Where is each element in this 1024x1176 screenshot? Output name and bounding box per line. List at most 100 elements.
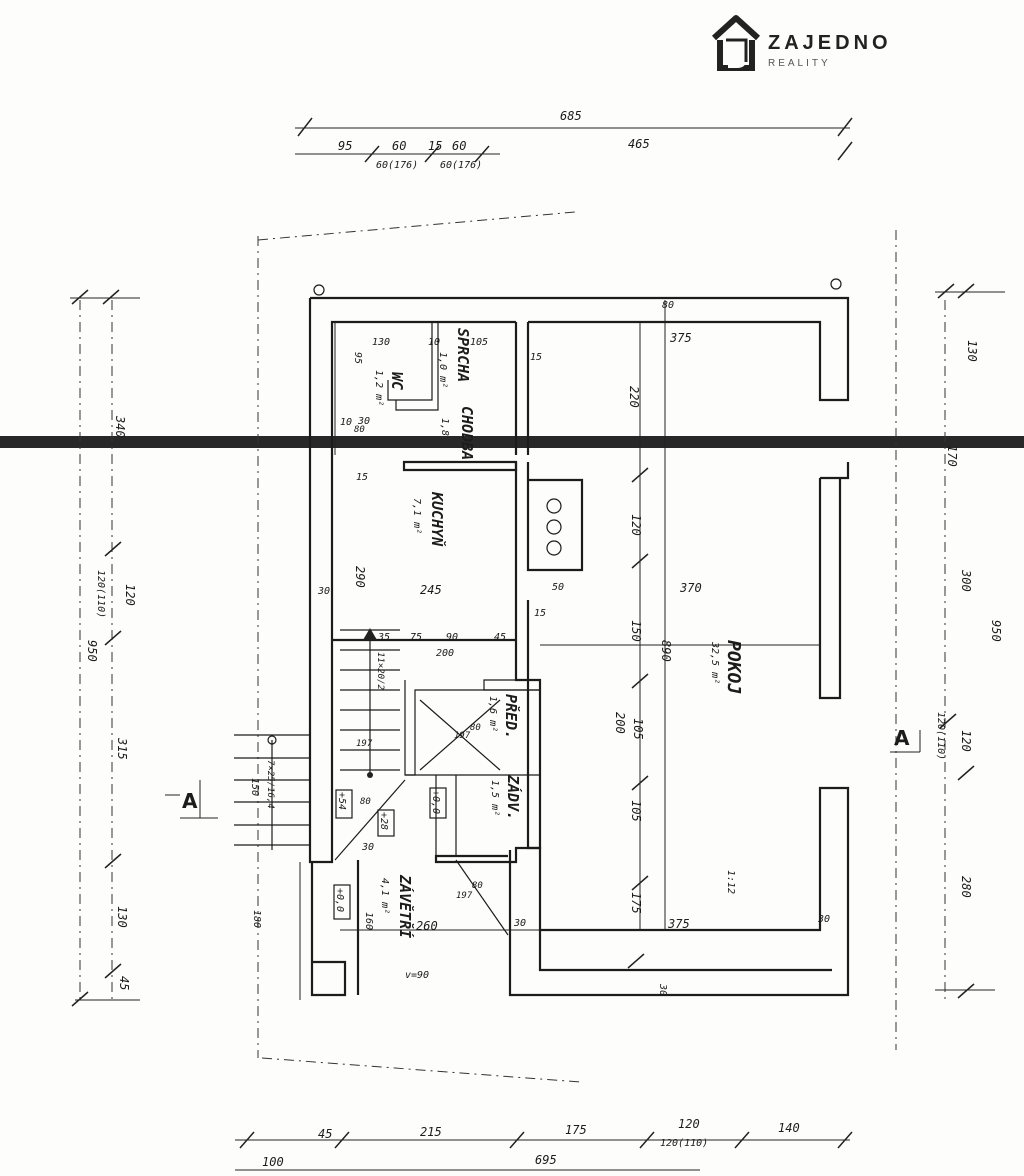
dimension-top-60-176a: 60(176) xyxy=(376,160,418,171)
room-pred: PŘED. xyxy=(502,694,521,739)
dimension-labels: 685 95 60 15 60 60(176) 60(176) 465 45 2… xyxy=(85,109,1003,1169)
brand-logo: ZAJEDNO REALITY xyxy=(710,10,910,76)
room-zavetri-height: v=90 xyxy=(405,970,429,981)
dimension-top-total: 685 xyxy=(560,109,582,123)
dimension-right-170: 170 xyxy=(945,445,959,467)
dimension-bot-45: 45 xyxy=(318,1127,332,1141)
room-sprcha: SPRCHA xyxy=(454,328,472,382)
dimension-in-105c: 105 xyxy=(629,800,643,822)
dimension-in-30b: 30 xyxy=(817,914,830,925)
dimension-in-80b: 80 xyxy=(470,723,481,733)
dimension-bot-total: 695 xyxy=(535,1153,557,1167)
dimension-bot-120: 120 xyxy=(678,1117,700,1131)
dimension-in-80d: 80 xyxy=(472,881,483,891)
room-sprcha-area: 1,0 m² xyxy=(437,352,448,388)
dimension-in-245: 245 xyxy=(420,583,442,597)
dimension-left-315: 315 xyxy=(115,737,129,760)
dimension-in-30e: 30 xyxy=(357,416,370,427)
dimension-bot-175: 175 xyxy=(565,1123,587,1137)
room-zavetri-area: 4,1 m² xyxy=(379,878,390,914)
dimension-in-15a: 15 xyxy=(530,352,542,363)
section-marks: A A xyxy=(165,726,921,819)
dimension-right-280: 280 xyxy=(959,876,973,898)
room-pred-area: 1,6 m² xyxy=(487,696,498,732)
dimension-top-60b: 60 xyxy=(452,139,466,153)
dimension-left-340: 340 xyxy=(113,415,127,438)
dimension-right-130: 130 xyxy=(965,340,979,362)
dimension-in-200b: 200 xyxy=(436,648,454,659)
walls xyxy=(308,296,850,997)
dimension-left-950: 950 xyxy=(85,640,99,662)
door-swings xyxy=(313,278,842,936)
staircase xyxy=(234,628,400,850)
dimension-in-197b: 197 xyxy=(356,739,373,749)
dimension-in-10b: 10 xyxy=(340,417,352,428)
dimension-bot-100: 100 xyxy=(262,1155,284,1169)
dimension-in-95: 95 xyxy=(352,352,363,364)
room-kuchyn: KUCHYŇ xyxy=(428,491,447,547)
dimension-in-120: 120 xyxy=(629,514,643,536)
dimension-top-60a: 60 xyxy=(392,139,406,153)
dimension-in-30c: 30 xyxy=(317,586,330,597)
level-marks: +0,0 +54 +28 +0,0 xyxy=(333,787,447,920)
dimension-in-10: 10 xyxy=(428,337,440,348)
dimension-top-60-176b: 60(176) xyxy=(440,160,482,171)
dimension-left-120: 120 xyxy=(123,584,137,606)
dimension-in-12: 1:12 xyxy=(725,870,736,894)
room-chodba: CHODBA xyxy=(458,406,476,460)
dimension-left-130: 130 xyxy=(115,906,129,928)
dimension-in-30f: 30 xyxy=(657,983,668,996)
dimension-in-80c: 80 xyxy=(360,797,371,807)
dimension-in-30d: 30 xyxy=(361,842,374,853)
dimension-in-160: 160 xyxy=(363,912,374,930)
dimension-in-180: 180 xyxy=(251,910,262,928)
dimension-top-465: 465 xyxy=(628,137,650,151)
dimension-top-15: 15 xyxy=(428,139,442,153)
scan-artifact xyxy=(0,436,1024,448)
level-1: +0,0 xyxy=(430,790,441,814)
section-mark-right: A xyxy=(894,726,910,750)
dimension-in-290: 290 xyxy=(353,566,367,588)
dimension-left-120-110: 120(110) xyxy=(95,570,106,618)
house-logo-icon xyxy=(711,15,761,71)
brand-name: ZAJEDNO xyxy=(768,32,892,54)
dimension-bot-120-110: 120(110) xyxy=(660,1138,708,1149)
dimension-lines xyxy=(70,117,1005,1171)
dimension-right-950: 950 xyxy=(989,620,1003,642)
dimension-in-35: 35 xyxy=(377,632,390,643)
dimension-in-220: 220 xyxy=(627,386,641,408)
brand-subtitle: REALITY xyxy=(768,58,831,69)
dimension-bot-215: 215 xyxy=(420,1125,442,1139)
room-zadv: ZÁDV. xyxy=(504,774,523,820)
dimension-in-150b: 150 xyxy=(249,778,260,796)
section-mark-left: A xyxy=(182,789,198,813)
dimension-right-120-110: 120(110) xyxy=(935,712,946,760)
dimension-right-120: 120 xyxy=(959,730,973,752)
reference-lines xyxy=(79,211,946,1083)
dimension-in-150: 150 xyxy=(629,620,643,642)
dimension-in-11x: 11×20/2 xyxy=(375,652,385,690)
room-wc-area: 1,2 m² xyxy=(373,370,384,406)
dimension-top-95: 95 xyxy=(338,139,352,153)
dimension-in-75: 75 xyxy=(410,632,422,643)
level-3: +28 xyxy=(378,812,389,830)
dimension-right-300: 300 xyxy=(959,569,973,592)
dimension-in-200a: 200 xyxy=(613,712,627,734)
dimension-in-105: 105 xyxy=(470,337,488,348)
dimension-in-260: 260 xyxy=(416,919,438,933)
room-zavetri: ZÁVĚTŘÍ xyxy=(396,874,415,938)
room-chodba-area: 1,8 xyxy=(439,418,450,436)
dimension-left-45: 45 xyxy=(117,976,131,990)
dimension-in-50: 50 xyxy=(552,582,564,593)
dimension-in-105b: 105 xyxy=(631,718,645,740)
dimension-in-80e: 80 xyxy=(354,425,365,435)
dimension-in-175: 175 xyxy=(629,892,643,914)
level-4: +0,0 xyxy=(334,888,345,912)
room-zadv-area: 1,5 m² xyxy=(489,780,500,816)
dimension-bot-140: 140 xyxy=(778,1121,800,1135)
room-wc: WC xyxy=(388,372,406,390)
room-labels: WC 1,2 m² SPRCHA 1,0 m² CHODBA 1,8 KUCHY… xyxy=(373,328,744,981)
room-pokoj: POKOJ xyxy=(723,640,744,694)
dimension-in-30a: 30 xyxy=(513,918,526,929)
